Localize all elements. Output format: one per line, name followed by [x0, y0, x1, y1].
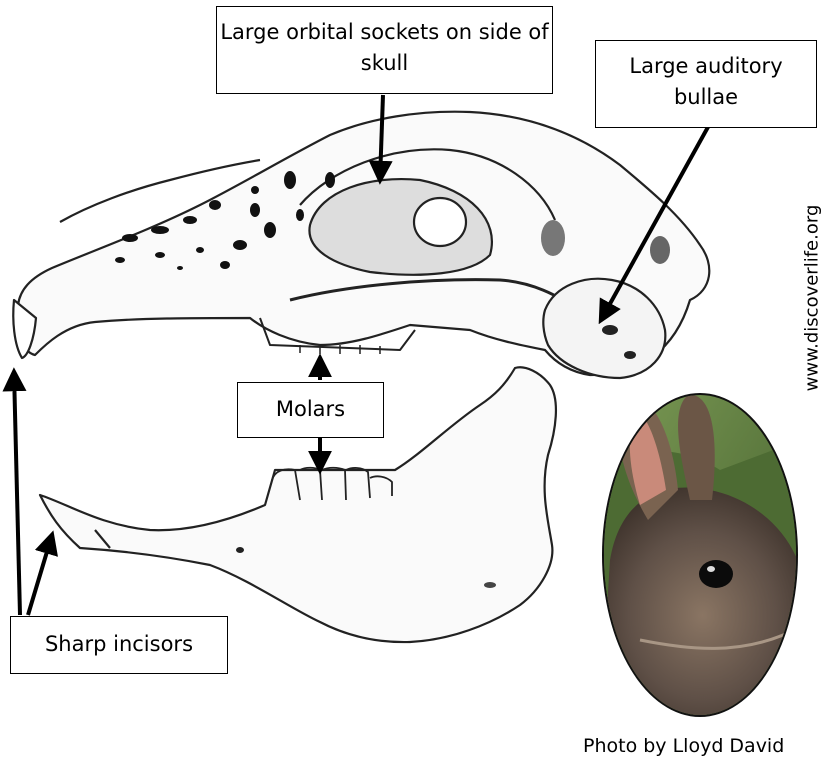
molars-label: Molars — [237, 382, 384, 438]
sharp-incisors-text: Sharp incisors — [45, 632, 193, 656]
orbital-sockets-text: Large orbital sockets on side of skull — [220, 20, 548, 75]
molars-text: Molars — [276, 397, 345, 421]
sharp-incisors-label: Sharp incisors — [10, 616, 228, 674]
auditory-bullae-label: Large auditory bullae — [595, 40, 817, 128]
skull-cranium — [13, 112, 709, 378]
rabbit-photo — [600, 390, 805, 720]
incisors-arrow-upper — [14, 372, 20, 615]
orbital-sockets-label: Large orbital sockets on side of skull — [216, 6, 553, 94]
watermark-text: www.discoverlife.org — [802, 205, 823, 392]
incisors-arrow-lower — [28, 535, 52, 615]
photo-credit: Photo by Lloyd David — [583, 735, 784, 757]
auditory-bullae-text: Large auditory bullae — [629, 54, 782, 109]
